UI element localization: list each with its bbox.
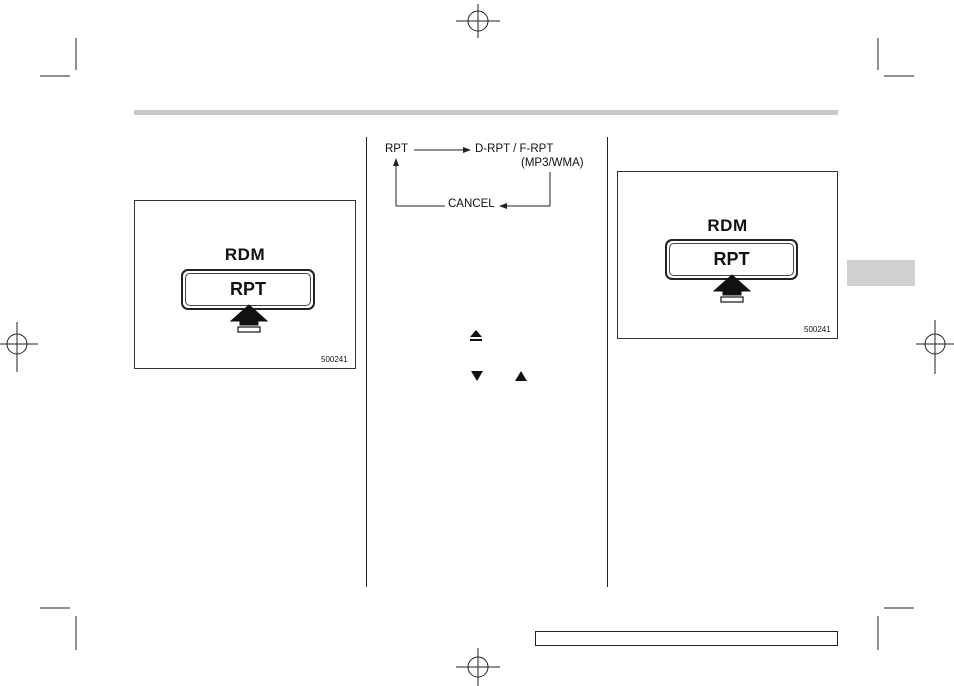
rpt-button[interactable]: RPT (665, 239, 798, 280)
column-divider-left (366, 137, 367, 587)
press-arrow-icon (712, 274, 752, 303)
up-triangle-icon (515, 371, 527, 381)
rpt-button-label: RPT (230, 279, 266, 299)
down-triangle-icon (471, 371, 483, 381)
figure-id: 500241 (804, 325, 831, 334)
flow-target-note: (MP3/WMA) (521, 157, 584, 169)
rpt-button[interactable]: RPT (181, 269, 315, 310)
figure-left: RDM RPT 500241 (134, 200, 356, 369)
column-divider-right (607, 137, 608, 587)
rdm-label: RDM (224, 245, 266, 264)
rdm-label: RDM (707, 216, 748, 235)
section-side-tab (847, 260, 915, 286)
repeat-mode-flow-diagram: RPT D-RPT / F-RPT (MP3/WMA) CANCEL (385, 140, 595, 220)
press-arrow-icon (229, 304, 269, 333)
flow-start-label: RPT (385, 143, 408, 155)
header-rule (134, 110, 838, 115)
figure-id: 500241 (321, 355, 348, 364)
registration-target-icon-top (456, 4, 500, 38)
flow-target-label: D-RPT / F-RPT (475, 143, 554, 155)
registration-target-icon-bottom (456, 648, 500, 686)
flow-arrows (393, 147, 551, 209)
registration-target-icon-right (916, 320, 954, 374)
registration-target-icon-left (0, 322, 38, 372)
figure-right: RDM RPT 500241 (617, 171, 838, 339)
flow-return-label: CANCEL (448, 198, 495, 210)
footer-box (535, 631, 838, 646)
eject-icon (470, 330, 482, 341)
rpt-button-label: RPT (713, 249, 750, 269)
